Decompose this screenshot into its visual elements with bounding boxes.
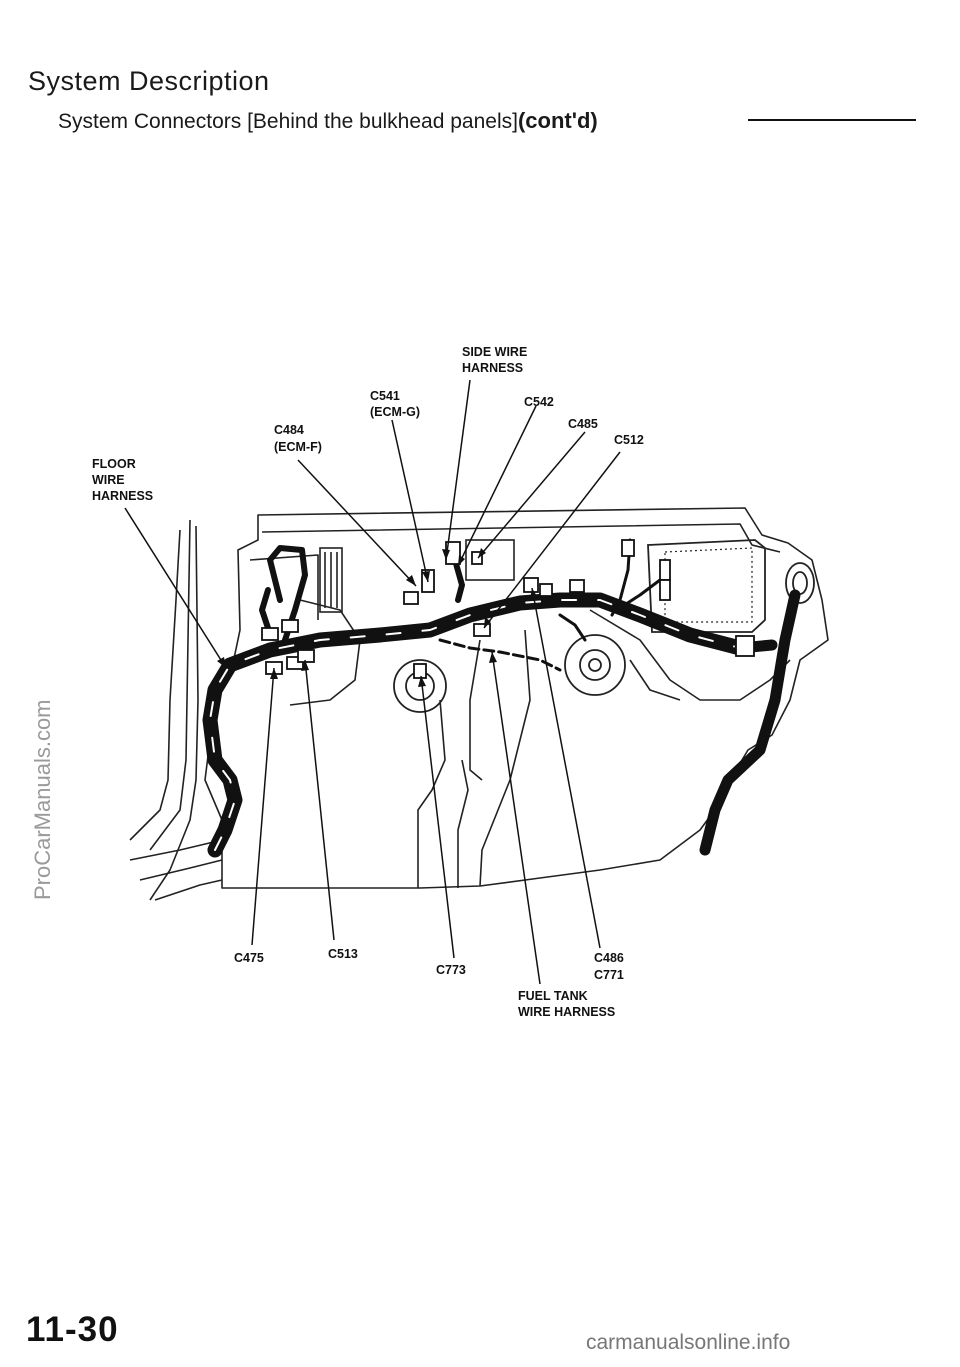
wire-harness-main xyxy=(202,538,801,858)
label-c475: C475 xyxy=(234,951,264,965)
leader-lines xyxy=(124,379,621,985)
connectors xyxy=(261,539,755,679)
label-c485: C485 xyxy=(568,417,598,431)
section-subtitle: System Connectors [Behind the bulkhead p… xyxy=(58,108,598,134)
label-c542: C542 xyxy=(524,395,554,409)
label-c484: C484(ECM-F) xyxy=(274,423,322,454)
label-c512: C512 xyxy=(614,433,644,447)
page-title: System Description xyxy=(28,66,270,96)
subtitle-rule xyxy=(748,119,916,121)
side-watermark: ProCarManuals.com xyxy=(30,699,55,900)
subtitle-text: System Connectors [Behind the bulkhead p… xyxy=(58,110,518,133)
label-c773: C773 xyxy=(436,963,466,977)
body-panel-outline xyxy=(129,507,829,901)
relay-module xyxy=(319,539,515,613)
label-c513: C513 xyxy=(328,947,358,961)
label-c541: C541(ECM-G) xyxy=(370,389,420,419)
page-number: 11-30 xyxy=(26,1310,119,1349)
footer-watermark: carmanualsonline.info xyxy=(586,1331,791,1354)
leader-arrowheads xyxy=(217,548,538,687)
contd-marker: (cont'd) xyxy=(517,108,598,133)
